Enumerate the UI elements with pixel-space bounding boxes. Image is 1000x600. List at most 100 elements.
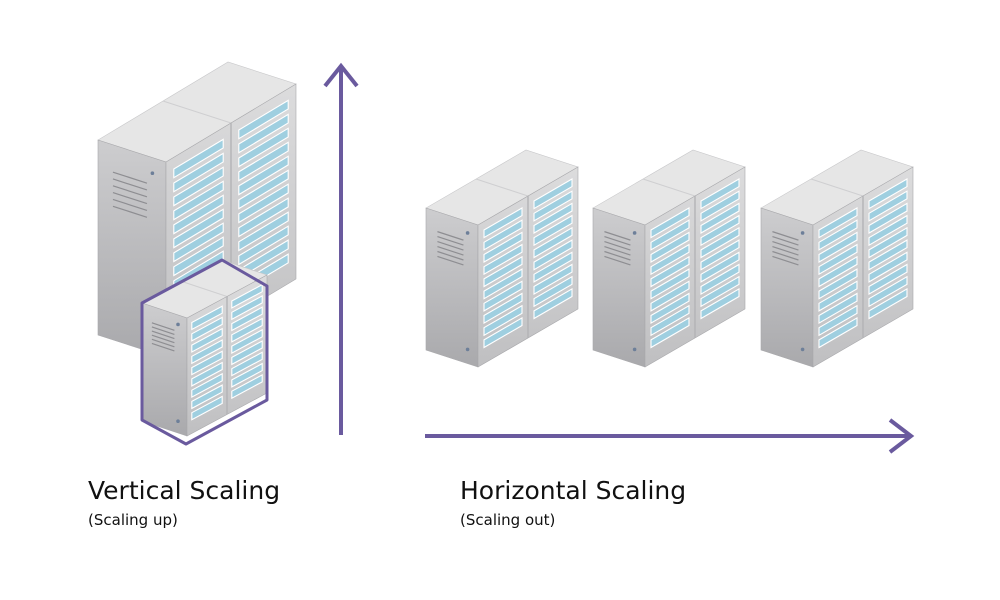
drive-slot [191,395,223,421]
drive-slot [483,243,523,276]
vertical-scaling-subtitle: (Scaling up) [88,511,178,529]
drive-slot [173,236,224,277]
drive-slot [533,178,573,210]
drive-slot [231,294,263,321]
drive-slot [483,268,523,300]
drive-slot [238,99,289,140]
drive-slot [191,384,223,410]
drive-slot [700,239,740,271]
drive-slot [238,211,289,252]
drive-slot [650,304,690,337]
drive-slot [650,219,690,251]
drive-slot [533,263,573,296]
drive-slot [231,328,263,355]
drive-slot [818,304,858,337]
drive-slot [191,350,223,376]
drive-slot [533,251,573,283]
drive-slot [191,339,223,365]
horizontal-scaling-subtitle: (Scaling out) [460,511,556,529]
drive-slot [483,219,523,251]
arrow-up-icon [323,62,359,435]
arrow-right-icon [425,418,915,454]
drive-slot [191,305,223,331]
drive-slot [868,275,908,308]
drive-slot [238,169,289,210]
drive-slot [483,207,523,239]
server-rack-icon [592,149,746,368]
drive-slot [868,178,908,210]
drive-slot [868,226,908,259]
horizontal-scaling-title: Horizontal Scaling [460,476,687,505]
drive-slot [533,226,573,259]
rack-side [141,302,188,437]
drive-slot [818,219,858,251]
drive-slot [650,280,690,312]
drive-slot [818,280,858,312]
drive-slot [868,251,908,283]
drive-slot [173,138,224,179]
drive-slot [483,280,523,312]
drive-slot [533,287,573,320]
drive-slot [173,166,224,207]
drive-slot [700,178,740,210]
drive-slot [818,268,858,300]
drive-slot [483,231,523,263]
drive-slot [700,287,740,320]
drive-slot [650,316,690,349]
drive-slot [818,316,858,349]
drive-slot [191,316,223,342]
drive-slot [231,340,263,366]
drive-slot [868,263,908,296]
drive-slot [173,222,224,263]
server-rack-icon [425,149,579,368]
drive-slot [700,275,740,308]
drive-slot [483,304,523,337]
drive-slot [191,327,223,353]
drive-slot [650,255,690,288]
drive-slot [238,155,289,196]
drive-slot [650,207,690,239]
rack-side [760,207,814,368]
drive-slot [231,283,263,309]
drive-slot [231,362,263,388]
horizontal-scaling-caption: Horizontal Scaling (Scaling out) [460,476,686,530]
drive-slot [238,141,289,182]
drive-slot [533,214,573,247]
drive-slot [483,255,523,288]
drive-slot [533,239,573,271]
drive-slot [700,190,740,222]
drive-slot [868,287,908,320]
drive-slot [700,202,740,234]
drive-slot [700,214,740,247]
drive-slot [533,190,573,222]
small-server-highlight [140,258,269,446]
rack-side [425,207,479,368]
drive-slot [818,243,858,276]
drive-slot [238,197,289,238]
drive-slot [173,208,224,249]
drive-slot [231,317,263,343]
drive-slot [868,190,908,222]
drive-slot [191,361,223,387]
drive-slot [238,183,289,224]
drive-slot [191,372,223,399]
server-rack-icon [760,149,914,368]
drive-slot [818,292,858,325]
drive-slot [238,225,289,266]
drive-slot [173,180,224,221]
drive-slot [868,202,908,234]
drive-slot [818,231,858,263]
vertical-scaling-caption: Vertical Scaling (Scaling up) [88,476,280,530]
drive-slot [700,251,740,283]
drive-slot [700,263,740,296]
drive-slot [868,239,908,271]
small-server-icon [141,259,268,437]
drive-slot [650,292,690,325]
drive-slot [650,231,690,263]
drive-slot [238,127,289,168]
drive-slot [650,268,690,300]
vertical-scaling-title: Vertical Scaling [88,476,281,505]
drive-slot [700,226,740,259]
drive-slot [173,194,224,235]
